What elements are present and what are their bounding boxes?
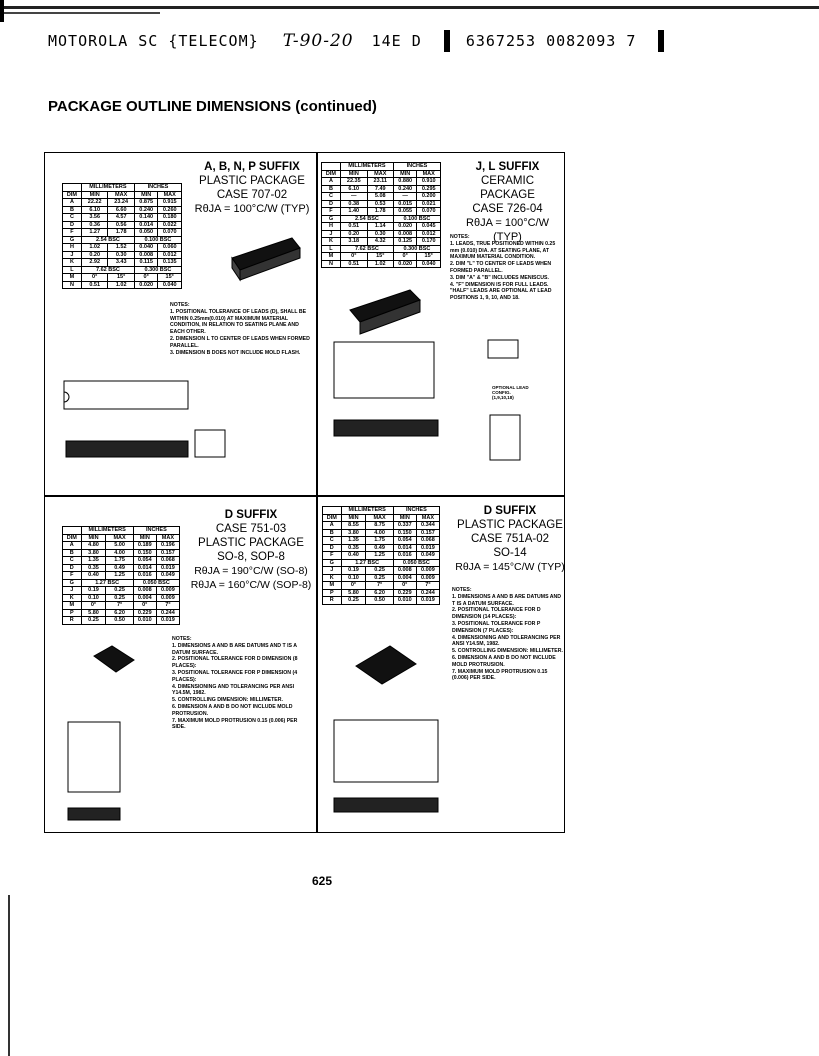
panel-d14-side-view <box>333 797 439 813</box>
frame-vertical-divider <box>316 152 318 833</box>
panel-d8-theta1: RθJA = 190°C/W (SO-8) <box>194 565 308 577</box>
panel-d14-line1: PLASTIC PACKAGE <box>457 519 563 531</box>
panel-d14-line2: CASE 751A-02 <box>471 533 549 545</box>
scan-corner-mark <box>0 0 4 22</box>
panel-d8-title: D SUFFIX CASE 751-03 PLASTIC PACKAGE SO-… <box>186 508 316 592</box>
panel-d14-3d-so-drawing <box>355 645 417 685</box>
table-cell: 0.040 <box>416 259 441 268</box>
panel-d8-top-view <box>67 721 121 793</box>
panel-d8-line3: SO-8, SOP-8 <box>217 551 285 563</box>
scan-edge-line-2 <box>0 12 160 14</box>
panel-d8-notes: NOTES: 1. DIMENSIONS A AND B ARE DATUMS … <box>172 636 298 731</box>
page-number: 625 <box>312 874 333 888</box>
panel-j-optional-label: OPTIONAL LEAD CONFIG. (1,9,10,18) <box>492 385 529 400</box>
panel-d14-line3: SO-14 <box>493 547 527 559</box>
panel-d8-suffix: D SUFFIX <box>224 509 278 521</box>
table-cell: 0.50 <box>105 616 134 625</box>
panel-j-suffix: J, L SUFFIX <box>475 161 540 173</box>
panel-d8-theta2: RθJA = 160°C/W (SOP-8) <box>190 579 312 591</box>
table-cell: N <box>62 280 82 289</box>
panel-d14-title: D SUFFIX PLASTIC PACKAGE CASE 751A-02 SO… <box>455 504 565 574</box>
table-cell: 0.019 <box>415 596 441 605</box>
panel-j-title: J, L SUFFIX CERAMIC PACKAGE CASE 726-04 … <box>455 160 560 244</box>
panel-j-side-view <box>333 339 521 461</box>
panel-d8-line2: PLASTIC PACKAGE <box>198 537 304 549</box>
header-code: 14E D <box>371 31 422 50</box>
panel-a-side-view <box>65 429 226 458</box>
header-company: MOTOROLA SC {TELECOM} <box>48 31 259 50</box>
panel-d14-top-view <box>333 719 439 783</box>
scan-edge-line <box>0 6 819 9</box>
panel-a-line2: CASE 707-02 <box>216 189 288 201</box>
panel-d14-theta: RθJA = 145°C/W (TYP) <box>455 561 565 573</box>
panel-a-notes: NOTES: 1. POSITIONAL TOLERANCE OF LEADS … <box>170 302 310 356</box>
header-block-mark-2 <box>658 30 665 52</box>
panel-d8-line1: CASE 751-03 <box>215 523 287 535</box>
panel-a-title: A, B, N, P SUFFIX PLASTIC PACKAGE CASE 7… <box>192 160 312 216</box>
panel-j-theta: RθJA = 100°C/W (TYP) <box>466 217 549 243</box>
panel-j-line2: CASE 726-04 <box>472 203 543 215</box>
frame-horizontal-divider <box>44 495 565 497</box>
outline-frame <box>44 152 565 833</box>
page-title: PACKAGE OUTLINE DIMENSIONS (continued) <box>48 98 377 115</box>
panel-d14-suffix: D SUFFIX <box>483 505 537 517</box>
header-handwritten: T-90-20 <box>282 30 354 51</box>
panel-a-suffix: A, B, N, P SUFFIX <box>204 161 300 173</box>
header-block-mark <box>443 30 450 52</box>
scan-left-edge-mark <box>8 895 10 1056</box>
panel-a-theta: RθJA = 100°C/W (TYP) <box>194 203 310 215</box>
panel-j-top-view <box>333 341 435 399</box>
table-cell: 0.019 <box>155 616 181 625</box>
panel-a-3d-dip-drawing <box>231 237 301 282</box>
panel-a-line1: PLASTIC PACKAGE <box>199 175 305 187</box>
document-header: MOTOROLA SC {TELECOM} T-90-20 14E D 6367… <box>48 30 670 52</box>
table-cell: 1.02 <box>366 259 394 268</box>
header-numbers: 6367253 0082093 7 <box>465 31 637 50</box>
table-cell: N <box>321 259 341 268</box>
panel-j-3d-dip-drawing <box>349 289 421 335</box>
table-cell: 0.040 <box>157 280 182 289</box>
panel-d8-side-view <box>67 807 121 821</box>
panel-d8-3d-so-drawing <box>93 645 135 673</box>
panel-d14-notes: NOTES: 1. DIMENSIONS A AND B ARE DATUMS … <box>452 587 563 682</box>
panel-j-notes: NOTES: 1. LEADS, TRUE POSITIONED WITHIN … <box>450 234 556 302</box>
panel-j-line1: CERAMIC PACKAGE <box>480 175 535 201</box>
table-cell: 1.02 <box>107 280 135 289</box>
table-cell: 0.50 <box>365 596 394 605</box>
panel-a-top-view <box>63 380 189 410</box>
